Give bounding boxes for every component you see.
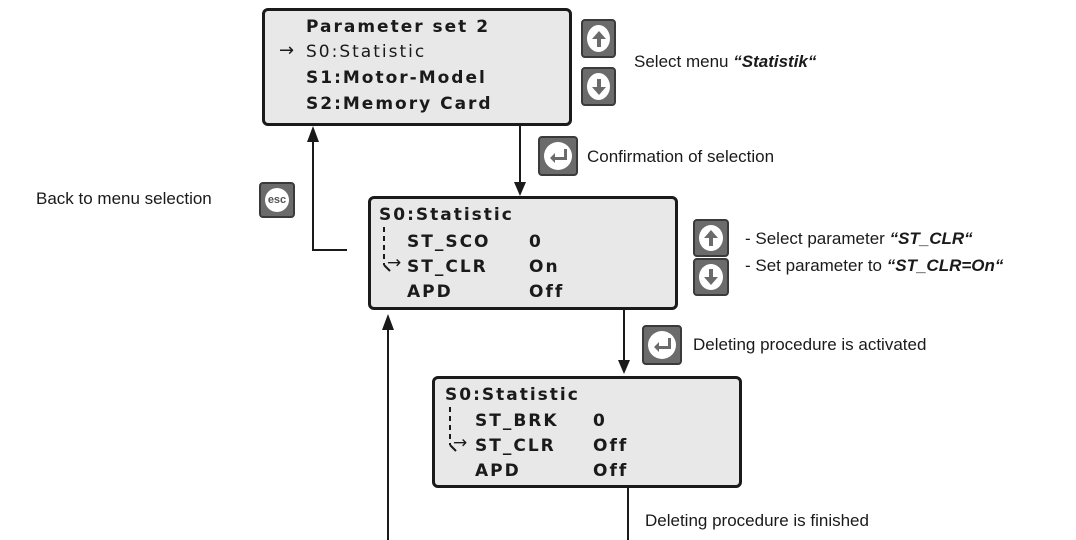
down-key[interactable] [693, 258, 729, 296]
menu-item-motor-model: S1:Motor-Model [306, 68, 487, 88]
set-param-note: - Set parameter to “ST_CLR=On“ [745, 256, 1003, 276]
menu-item-memory-card: S2:Memory Card [306, 94, 493, 114]
confirmation-note: Confirmation of selection [587, 147, 775, 166]
note-emphasis: “Statistik“ [733, 52, 817, 71]
screen-title: S0:Statistic [379, 205, 514, 225]
enter-icon [550, 149, 567, 163]
param-name-st-sco: ST_SCO [407, 232, 491, 252]
enter-key[interactable] [538, 136, 578, 176]
menu-item-statistic: S0:Statistic [306, 42, 427, 62]
back-arrow-line [312, 140, 347, 251]
selection-bracket-icon [383, 227, 391, 272]
selection-arrow-icon: → [387, 253, 404, 273]
enter-icon [654, 338, 671, 352]
param-name-st-clr: ST_CLR [407, 257, 488, 277]
down-key[interactable] [581, 67, 616, 106]
lcd-cleared-screen: S0:Statistic → ST_BRK 0 ST_CLR Off APD O… [432, 376, 742, 488]
param-value-apd: Off [529, 282, 565, 302]
param-value-st-clr: On [529, 257, 560, 277]
esc-icon: esc [265, 188, 289, 212]
lcd-parameter-set-screen: Parameter set 2 → S0:Statistic S1:Motor-… [262, 8, 572, 126]
param-value-st-clr: Off [593, 436, 629, 456]
arrow-down-icon [591, 78, 606, 95]
note-text: - Set parameter to [745, 256, 887, 275]
arrow-up-icon [591, 30, 606, 47]
param-name-apd: APD [407, 282, 453, 302]
enter-key[interactable] [642, 325, 682, 365]
note-text: Select menu [634, 52, 734, 71]
param-name-st-clr: ST_CLR [475, 436, 556, 456]
up-key[interactable] [581, 19, 616, 58]
select-param-note: - Select parameter “ST_CLR“ [745, 229, 973, 249]
param-value-apd: Off [593, 461, 629, 481]
arrow-up-icon [704, 230, 718, 246]
arrow-down-icon [704, 269, 718, 285]
note-emphasis: “ST_CLR=On“ [886, 256, 1004, 275]
lcd-statistic-screen: S0:Statistic → ST_SCO 0 ST_CLR On APD Of… [368, 196, 678, 310]
note-emphasis: “ST_CLR“ [889, 229, 973, 248]
deleting-activated-note: Deleting procedure is activated [693, 335, 927, 354]
screen-title: S0:Statistic [445, 385, 580, 405]
param-value-st-sco: 0 [529, 232, 543, 252]
param-name-st-brk: ST_BRK [475, 411, 559, 431]
selection-bracket-icon [449, 407, 457, 452]
selection-arrow-icon: → [453, 433, 470, 453]
up-key[interactable] [693, 219, 729, 257]
param-value-st-brk: 0 [593, 411, 607, 431]
esc-key[interactable]: esc [259, 182, 295, 218]
back-note: Back to menu selection [36, 189, 212, 208]
select-menu-note: Select menu “Statistik“ [634, 52, 816, 72]
deleting-finished-note: Deleting procedure is finished [645, 511, 869, 530]
param-name-apd: APD [475, 461, 521, 481]
screen-title: Parameter set 2 [306, 17, 491, 37]
note-text: - Select parameter [745, 229, 890, 248]
selection-arrow-icon: → [279, 40, 297, 61]
